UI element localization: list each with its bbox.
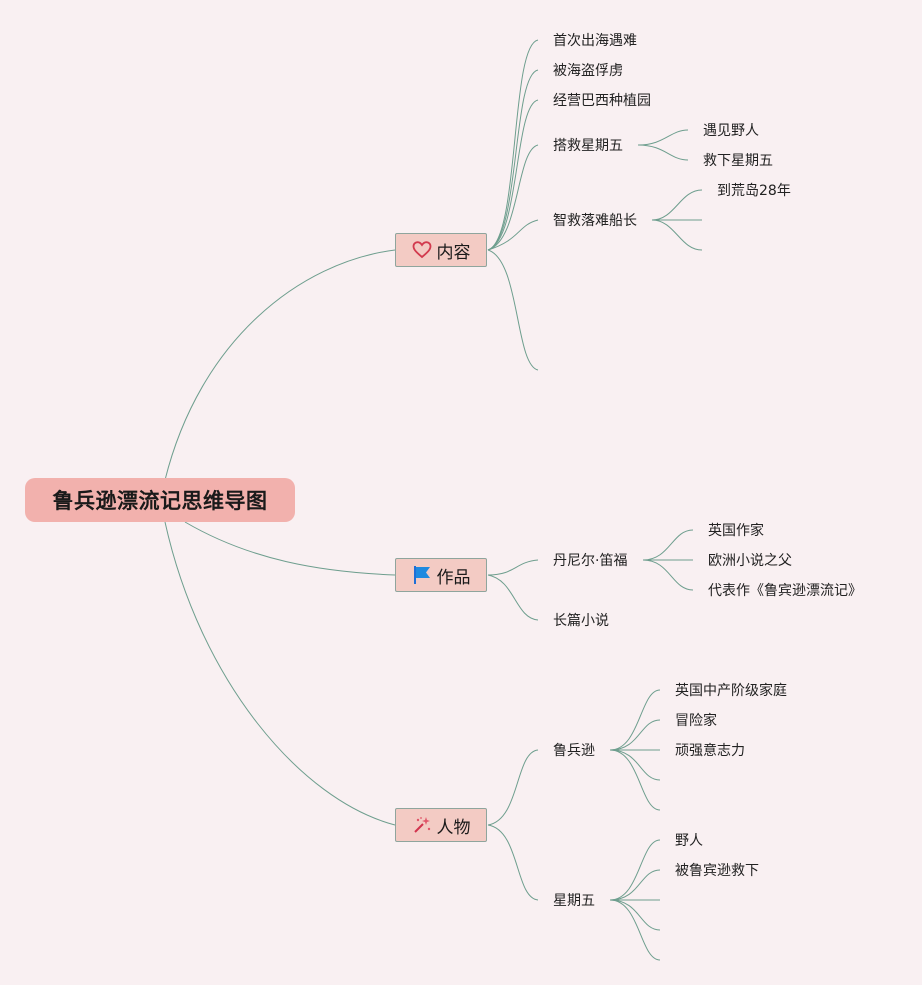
flag-icon (412, 565, 432, 585)
topic-author[interactable]: 丹尼尔·笛福 (553, 553, 628, 569)
topic-saved-by-robinson[interactable]: 被鲁宾逊救下 (675, 863, 759, 879)
topic-save-friday[interactable]: 救下星期五 (703, 153, 773, 169)
topic-adventurer[interactable]: 冒险家 (675, 713, 717, 729)
root-topic[interactable]: 鲁兵逊漂流记思维导图 (25, 478, 295, 522)
topic-rescue-friday[interactable]: 搭救星期五 (553, 138, 623, 154)
branch-works[interactable]: 作品 (395, 558, 487, 592)
branch-characters[interactable]: 人物 (395, 808, 487, 842)
topic-brazil-plantation[interactable]: 经营巴西种植园 (553, 93, 651, 109)
topic-28-years[interactable]: 到荒岛28年 (717, 183, 791, 199)
topic-friday[interactable]: 星期五 (553, 893, 595, 909)
topic-novel-genre[interactable]: 长篇小说 (553, 613, 609, 629)
branch-content[interactable]: 内容 (395, 233, 487, 267)
topic-masterpiece[interactable]: 代表作《鲁宾逊漂流记》 (708, 583, 862, 599)
sparkle-icon (412, 815, 432, 835)
branch-content-label: 内容 (436, 242, 471, 263)
heart-icon (412, 240, 432, 260)
topic-first-voyage[interactable]: 首次出海遇难 (553, 33, 637, 49)
topic-middle-class[interactable]: 英国中产阶级家庭 (675, 683, 787, 699)
topic-meet-savages[interactable]: 遇见野人 (703, 123, 759, 139)
topic-savage[interactable]: 野人 (675, 833, 703, 849)
topic-strong-will[interactable]: 顽强意志力 (675, 743, 745, 759)
branch-works-label: 作品 (436, 567, 471, 588)
topic-captured-by-pirates[interactable]: 被海盗俘虏 (553, 63, 623, 79)
topic-english-writer[interactable]: 英国作家 (708, 523, 764, 539)
topic-rescue-captain[interactable]: 智救落难船长 (553, 213, 637, 229)
topic-robinson[interactable]: 鲁兵逊 (553, 743, 595, 759)
branch-characters-label: 人物 (436, 817, 471, 838)
topic-father-of-novel[interactable]: 欧洲小说之父 (708, 553, 792, 569)
